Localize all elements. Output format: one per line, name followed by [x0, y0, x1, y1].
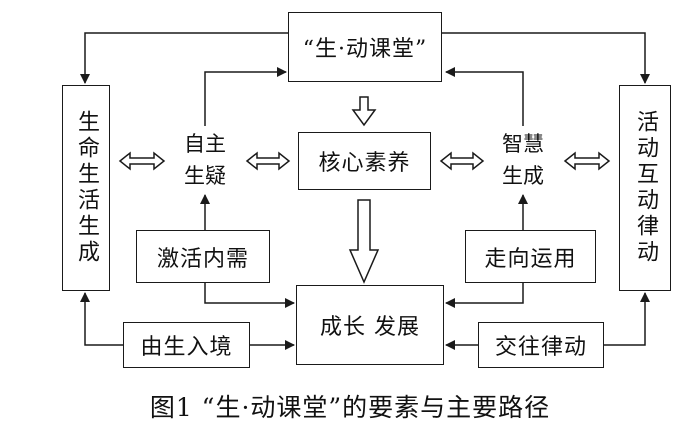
connector-apply-to-growth [445, 283, 524, 308]
connector-right-node-to-top [445, 67, 524, 126]
double-arrow-core-node [439, 151, 485, 171]
right-node-line-2: 生成 [502, 164, 544, 188]
move-to-application-box: 走向运用 [465, 230, 596, 283]
left-column-box: 生命生活生成 [62, 85, 110, 291]
hollow-arrow-top-to-core [351, 96, 377, 127]
top-box: “生·动课堂” [288, 12, 442, 82]
growth-development-box: 成长 发展 [296, 285, 444, 365]
double-arrow-node-core [245, 151, 291, 171]
activate-needs-box: 激活内需 [136, 230, 270, 283]
connector-activate-to-growth [204, 283, 295, 308]
figure-caption: 图1 “生·动课堂”的要素与主要路径 [149, 393, 551, 422]
from-life-into-context-box: 由生入境 [123, 322, 250, 368]
interaction-rhythm-box: 交往律动 [478, 322, 604, 368]
core-literacy-box: 核心素养 [298, 132, 431, 190]
hollow-arrow-core-to-growth [348, 199, 380, 284]
connector-interaction-to-right-column [604, 292, 650, 346]
connector-left-node-to-top [204, 67, 287, 126]
left-node-line-2: 生疑 [184, 164, 226, 188]
right-node-line-1: 智慧 [502, 132, 544, 156]
double-arrow-left-column-node [118, 151, 166, 171]
left-node-line-1: 自主 [184, 132, 226, 156]
connector-top-to-left-column [80, 32, 288, 84]
right-column-box: 活动互动律动 [619, 85, 671, 291]
left-node-label: 自主 生疑 [175, 128, 235, 192]
connector-top-to-right-column [442, 32, 650, 84]
connector-from-life-to-left-column [80, 292, 123, 346]
right-node-label: 智慧 生成 [493, 128, 553, 192]
double-arrow-node-right-column [563, 151, 611, 171]
